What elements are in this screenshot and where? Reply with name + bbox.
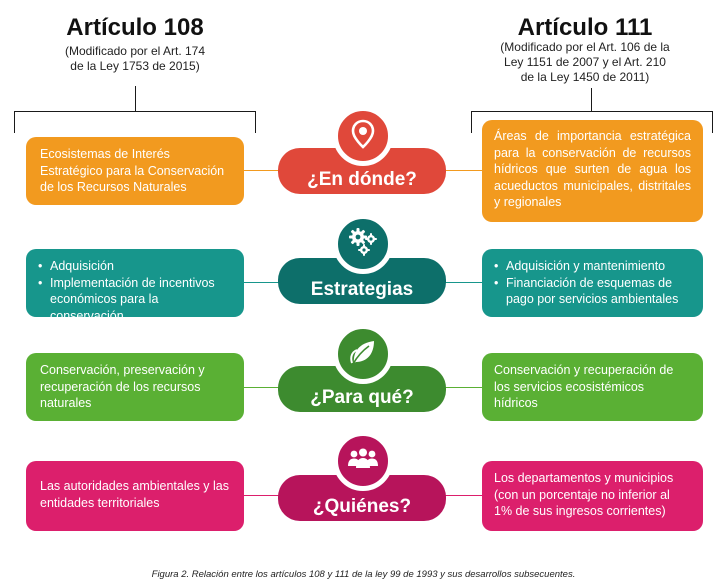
row4-left-text: Las autoridades ambientales y las entida…	[40, 479, 230, 510]
row4-icon-circle	[333, 431, 393, 491]
right-subtitle-line1: (Modificado por el Art. 106 de la	[500, 40, 670, 54]
row3-label: ¿Para qué?	[310, 387, 414, 408]
row2-right-item: Adquisición y mantenimiento	[494, 258, 691, 275]
row1-left-box: Ecosistemas de Interés Estratégico para …	[26, 137, 244, 205]
row4-right-text: Los departamentos y municipios (con un p…	[494, 471, 674, 518]
row3-right-box: Conservación y recuperación de los servi…	[482, 353, 703, 421]
right-subtitle-line2: Ley 1151 de 2007 y el Art. 210	[504, 55, 666, 69]
right-bracket-bar	[471, 111, 713, 112]
row4-label: ¿Quiénes?	[312, 496, 412, 517]
row1-right-text: Áreas de importancia estratégica para la…	[494, 129, 691, 209]
gears-icon	[346, 227, 380, 262]
right-header-subtitle: (Modificado por el Art. 106 de la Ley 11…	[480, 40, 690, 85]
figure-caption: Figura 2. Relación entre los artículos 1…	[151, 569, 576, 580]
left-header-subtitle: (Modificado por el Art. 174 de la Ley 17…	[35, 44, 235, 74]
row4-left-box: Las autoridades ambientales y las entida…	[26, 461, 244, 531]
leaf-icon	[348, 337, 378, 372]
left-bracket-bar	[14, 111, 256, 112]
row1-left-text: Ecosistemas de Interés Estratégico para …	[40, 147, 225, 194]
row1-label: ¿En dónde?	[307, 169, 417, 190]
left-bracket-right-tick	[255, 111, 256, 133]
row4-right-box: Los departamentos y municipios (con un p…	[482, 461, 703, 531]
row3-left-text: Conservación, preservación y recuperació…	[40, 363, 205, 410]
left-subtitle-line1: (Modificado por el Art. 174	[64, 44, 206, 58]
row2-icon-circle	[333, 214, 393, 274]
row2-right-item: Financiación de esquemas de pago por ser…	[494, 275, 691, 308]
left-header-title: Artículo 108	[66, 14, 204, 41]
row2-label: Estrategias	[310, 279, 414, 300]
location-pin-icon	[350, 119, 376, 154]
left-bracket-stem	[135, 86, 136, 111]
row3-left-box: Conservación, preservación y recuperació…	[26, 353, 244, 421]
row3-right-text: Conservación y recuperación de los servi…	[494, 363, 674, 410]
left-bracket-left-tick	[14, 111, 15, 133]
row2-left-item: Adquisición	[38, 258, 232, 275]
row1-label-pill: ¿En dónde?	[278, 148, 446, 194]
people-group-icon	[346, 446, 380, 477]
row2-left-item: Implementación de incentivos económicos …	[38, 275, 232, 325]
row1-right-box: Áreas de importancia estratégica para la…	[482, 120, 703, 222]
left-subtitle-line2: de la Ley 1753 de 2015)	[70, 59, 200, 73]
right-header-title: Artículo 111	[517, 14, 653, 41]
right-bracket-stem	[591, 88, 592, 111]
row3-icon-circle	[333, 324, 393, 384]
row2-left-box: Adquisición Implementación de incentivos…	[26, 249, 244, 323]
right-bracket-left-tick	[471, 111, 472, 133]
row1-icon-circle	[333, 106, 393, 166]
right-bracket-right-tick	[712, 111, 713, 133]
right-subtitle-line3: de la Ley 1450 de 2011)	[520, 70, 650, 84]
row2-right-box: Adquisición y mantenimiento Financiación…	[482, 249, 703, 317]
